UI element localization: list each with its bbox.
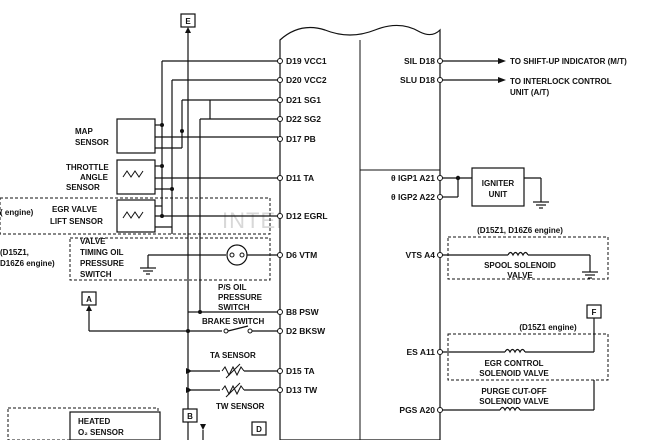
vtoil-label-1: VALVE bbox=[80, 237, 106, 246]
purge-label-2: SOLENOID VALVE bbox=[479, 397, 549, 406]
o2-label-2: O₂ SENSOR bbox=[78, 428, 124, 437]
tw-label: TW SENSOR bbox=[216, 402, 265, 411]
connector-e-label: E bbox=[185, 17, 191, 26]
spool-label-2: VALVE bbox=[507, 271, 533, 280]
vtoil-switch bbox=[140, 244, 278, 275]
ps-switch bbox=[188, 310, 278, 314]
interlock-label-2: UNIT (A/T) bbox=[510, 88, 549, 97]
connector-d bbox=[251, 421, 267, 436]
spool-solenoid-coil bbox=[442, 251, 598, 279]
pin-vts-label: VTS A4 bbox=[406, 250, 436, 260]
egr-lift-wires bbox=[122, 205, 278, 228]
connector-b-label: B bbox=[187, 412, 193, 421]
ta-label: TA SENSOR bbox=[210, 351, 256, 360]
egr-lift-note: ( engine) bbox=[0, 208, 34, 217]
connector-a-label: A bbox=[86, 295, 92, 304]
throttle-sensor bbox=[116, 159, 156, 195]
ps-label-2: PRESSURE bbox=[218, 293, 263, 302]
egr-lift-sensor bbox=[116, 199, 156, 233]
igniter-wires bbox=[442, 175, 549, 209]
egr-lift-label-1: EGR VALVE bbox=[52, 205, 98, 214]
interlock-output bbox=[442, 77, 506, 83]
egr-solenoid-coil bbox=[442, 317, 595, 354]
throttle-label-3: SENSOR bbox=[66, 183, 100, 192]
igniter-label-1: IGNITER bbox=[482, 179, 515, 188]
shift-up-label: TO SHIFT-UP INDICATOR (M/T) bbox=[510, 57, 627, 66]
map-sensor-wires bbox=[155, 123, 278, 149]
spool-note: (D15Z1, D16Z6 engine) bbox=[477, 226, 563, 235]
pin-igp2-label: θ IGP2 A22 bbox=[391, 192, 435, 202]
ecu-right-terminals bbox=[437, 58, 443, 413]
pin-d21-label: D21 SG1 bbox=[286, 95, 321, 105]
vtoil-note-2: D16Z6 engine) bbox=[0, 259, 55, 268]
vtoil-label-4: SWITCH bbox=[80, 270, 112, 279]
egr-lift-label-2: LIFT SENSOR bbox=[50, 217, 103, 226]
map-label-2: SENSOR bbox=[75, 138, 109, 147]
connector-b bbox=[182, 408, 198, 423]
connector-f-label: F bbox=[592, 308, 597, 317]
ps-label-1: P/S OIL bbox=[218, 283, 247, 292]
pin-igp1-label: θ IGP1 A21 bbox=[391, 173, 435, 183]
pin-d12-label: D12 EGRL bbox=[286, 211, 328, 221]
pin-d19-label: D19 VCC1 bbox=[286, 56, 327, 66]
pin-slu-label: SLU D18 bbox=[400, 75, 435, 85]
pin-d22-label: D22 SG2 bbox=[286, 114, 321, 124]
pin-es-label: ES A11 bbox=[406, 347, 435, 357]
egr-solenoid-dashed-box bbox=[447, 333, 609, 381]
ta-sensor bbox=[186, 363, 278, 379]
connector-d-label: D bbox=[256, 425, 262, 434]
vtoil-label-2: TIMING OIL bbox=[80, 248, 124, 257]
interlock-label-1: TO INTERLOCK CONTROL bbox=[510, 77, 612, 86]
pin-d13-label: D13 TW bbox=[286, 385, 318, 395]
pin-pgs-label: PGS A20 bbox=[399, 405, 435, 415]
pin-d11-label: D11 TA bbox=[286, 173, 314, 183]
pin-sil-label: SIL D18 bbox=[404, 56, 435, 66]
pin-d20-label: D20 VCC2 bbox=[286, 75, 327, 85]
vtoil-dashed-box bbox=[69, 237, 271, 281]
egr-sol-label-1: EGR CONTROL bbox=[484, 359, 543, 368]
map-label-1: MAP bbox=[75, 127, 93, 136]
pin-d2-label: D2 BKSW bbox=[286, 326, 326, 336]
ps-label-3: SWITCH bbox=[218, 303, 250, 312]
connector-b-arrow bbox=[200, 424, 206, 430]
shift-up-output bbox=[442, 58, 506, 64]
tw-sensor bbox=[186, 382, 278, 398]
purge-solenoid-coil bbox=[442, 380, 595, 412]
egr-note: (D15Z1 engine) bbox=[519, 323, 577, 332]
vtoil-note-1: (D15Z1, bbox=[0, 248, 29, 257]
o2-label-1: HEATED bbox=[78, 417, 111, 426]
pin-d6-label: D6 VTM bbox=[286, 250, 317, 260]
connector-a-wire bbox=[86, 305, 222, 332]
o2-sensor bbox=[69, 411, 161, 440]
egr-sol-label-2: SOLENOID VALVE bbox=[479, 369, 549, 378]
connector-f bbox=[586, 304, 602, 319]
spool-solenoid-dashed-box bbox=[447, 236, 609, 280]
pin-d15-label: D15 TA bbox=[286, 366, 315, 376]
map-sensor bbox=[116, 118, 156, 154]
pin-b8-label: B8 PSW bbox=[286, 307, 320, 317]
brake-label: BRAKE SWITCH bbox=[202, 317, 264, 326]
purge-label-1: PURGE CUT-OFF bbox=[481, 387, 546, 396]
brake-switch bbox=[186, 325, 278, 334]
spool-label-1: SPOOL SOLENOID bbox=[484, 261, 556, 270]
throttle-label-1: THROTTLE bbox=[66, 163, 109, 172]
pin-d17-label: D17 PB bbox=[286, 134, 316, 144]
vtoil-label-3: PRESSURE bbox=[80, 259, 125, 268]
throttle-label-2: ANGLE bbox=[80, 173, 109, 182]
igniter-label-2: UNIT bbox=[489, 190, 508, 199]
throttle-sensor-wires bbox=[122, 164, 278, 191]
igniter-unit bbox=[471, 167, 525, 207]
